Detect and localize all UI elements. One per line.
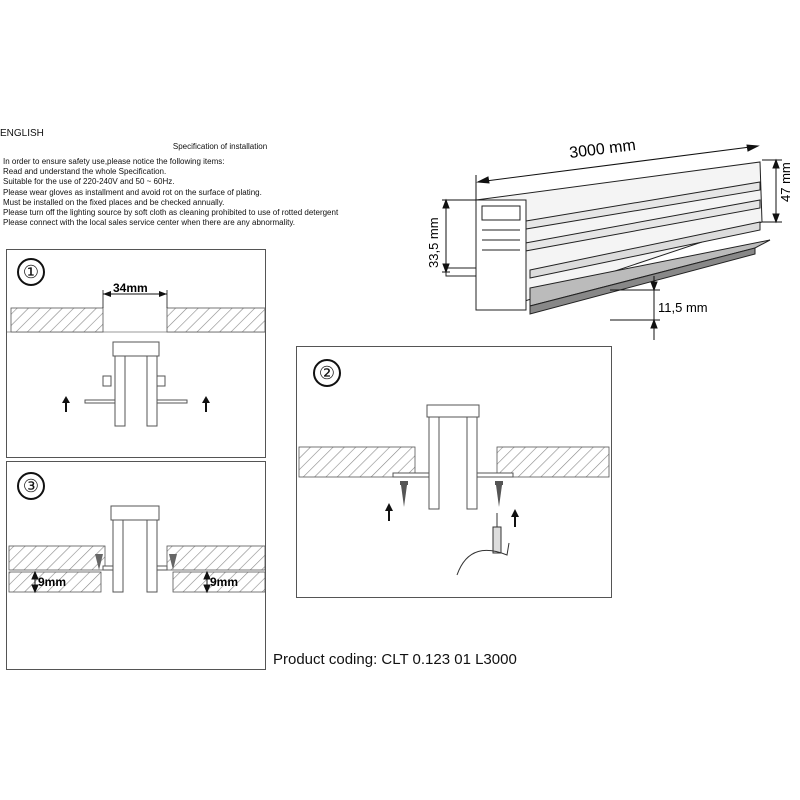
- screw-icon: [169, 554, 177, 570]
- step-number: ①: [17, 258, 45, 286]
- push-arrow-left: [62, 396, 70, 412]
- spec-line: Please turn off the lighting source by s…: [3, 208, 339, 218]
- spec-line: In order to ensure safety use,please not…: [3, 157, 225, 166]
- step-3-diagram: 9mm 9mm: [8, 505, 265, 594]
- height-label: 47 mm: [778, 162, 793, 202]
- language-label: ENGLISH: [0, 128, 44, 139]
- screwdriver-hand-icon: [456, 513, 510, 576]
- spec-line: Please connect with the local sales serv…: [3, 218, 296, 228]
- left-depth-label: 9mm: [38, 575, 66, 589]
- spec-instructions: In order to ensure safety use,please not…: [3, 157, 338, 228]
- inner-height-label: 33,5 mm: [426, 217, 441, 268]
- step-3-panel: ③: [6, 461, 266, 670]
- height-dimension: [762, 158, 782, 224]
- push-arrow-right: [511, 509, 519, 527]
- step-2-panel: ②: [296, 346, 612, 598]
- step-number: ②: [313, 359, 341, 387]
- spec-line: Read and understand the whole Specificat…: [3, 167, 167, 177]
- product-coding: Product coding: CLT 0.123 01 L3000: [273, 651, 517, 668]
- screw-icon: [400, 481, 408, 507]
- step-1-panel: ① 34mm: [6, 249, 266, 458]
- lip-dimension: [610, 276, 660, 340]
- length-label: 3000 mm: [568, 137, 636, 162]
- screw-icon: [95, 554, 103, 570]
- screw-icon: [495, 481, 503, 507]
- right-depth-label: 9mm: [210, 575, 238, 589]
- push-arrow-right: [202, 396, 210, 412]
- length-dimension: [475, 144, 760, 200]
- spec-line: Please wear gloves as installment and av…: [3, 187, 262, 197]
- cut-width-label: 34mm: [113, 281, 148, 295]
- inner-height-dimension: [442, 198, 476, 274]
- push-arrow-left: [385, 503, 393, 521]
- spec-line: Suitable for the use of 220-240V and 50 …: [3, 177, 175, 187]
- step-1-diagram: 34mm: [7, 281, 265, 427]
- profile-body: [445, 161, 771, 315]
- profile-drawing: 3000 mm 47 mm 33,5 mm: [426, 137, 793, 340]
- lip-label: 11,5 mm: [658, 300, 708, 315]
- spec-title: Specification of installation: [172, 142, 268, 151]
- spec-line: Must be installed on the fixed places an…: [3, 197, 225, 207]
- step-number: ③: [17, 472, 45, 500]
- step-2-diagram: [298, 404, 610, 576]
